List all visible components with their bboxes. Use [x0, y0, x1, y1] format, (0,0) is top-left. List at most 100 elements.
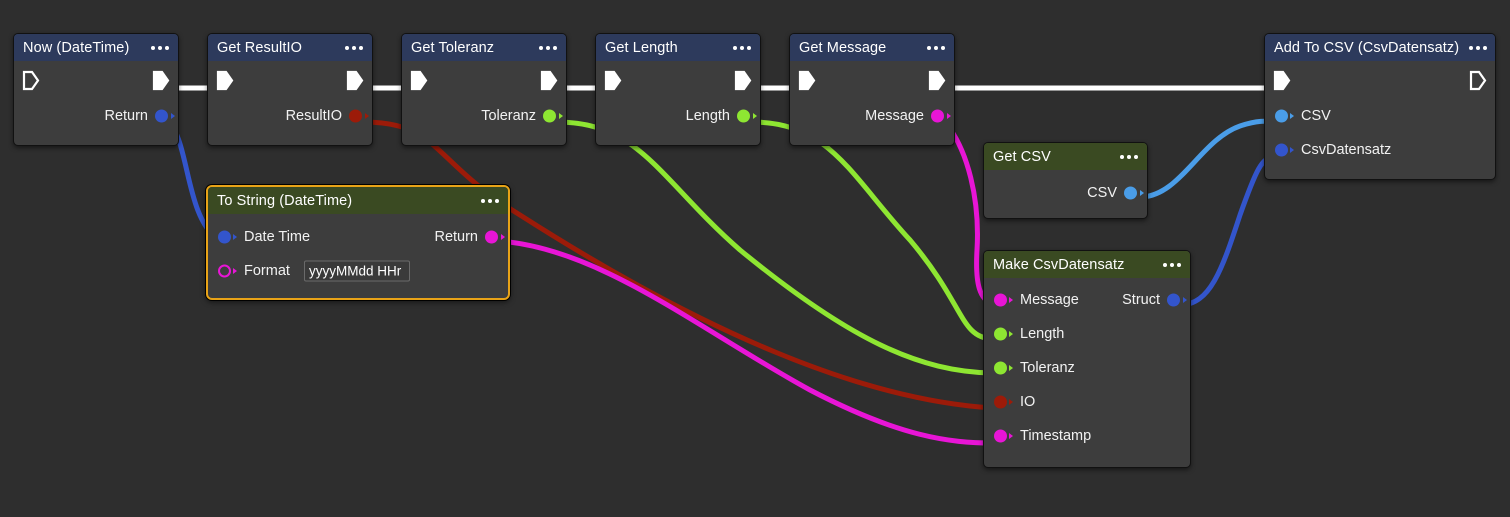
output-pin-csv[interactable] [1124, 186, 1137, 200]
node-now-datetime[interactable]: Now (DateTime) Return [13, 33, 179, 146]
output-pin-resultio[interactable] [349, 109, 362, 123]
pin-arrow-icon [753, 113, 757, 119]
pin-arrow-icon [1009, 297, 1013, 303]
pin-label: CSV [1301, 108, 1331, 124]
node-body: ResultIO [208, 61, 372, 145]
pin-label: Return [434, 229, 478, 245]
ellipsis-icon[interactable] [733, 45, 751, 50]
input-pin-io[interactable] [994, 395, 1007, 409]
pin-label: CSV [1087, 185, 1117, 201]
node-body: Message Struct Length Toleranz IO [984, 278, 1190, 467]
output-pin-toleranz[interactable] [543, 109, 556, 123]
node-body: CSV [984, 170, 1147, 218]
output-pin-length[interactable] [737, 109, 750, 123]
node-header[interactable]: Get Length [596, 34, 760, 61]
pin-label: Toleranz [1020, 360, 1075, 376]
input-pin-format[interactable] [218, 264, 231, 278]
node-header[interactable]: Make CsvDatensatz [984, 251, 1190, 278]
node-header[interactable]: Now (DateTime) [14, 34, 178, 61]
input-pin-csv[interactable] [1275, 109, 1288, 123]
ellipsis-icon[interactable] [1469, 45, 1488, 50]
node-body: Date Time Return Format yyyyMMdd HHr [208, 214, 508, 298]
pin-label: Return [104, 108, 148, 124]
exec-out-pin[interactable] [346, 70, 364, 91]
data-wire-struct [1177, 154, 1277, 308]
data-wire-toleranz [554, 119, 996, 376]
format-input[interactable]: yyyyMMdd HHr [304, 260, 410, 282]
node-get-resultio[interactable]: Get ResultIO ResultIO [207, 33, 373, 146]
exec-in-pin[interactable] [216, 70, 234, 91]
node-header[interactable]: To String (DateTime) [208, 187, 508, 214]
exec-row [790, 61, 954, 99]
pin-arrow-icon [559, 113, 563, 119]
output-pin-return[interactable] [155, 109, 168, 123]
pin-row-return: Return [14, 99, 178, 133]
exec-out-pin[interactable] [734, 70, 752, 91]
node-title: Get CSV [993, 148, 1051, 165]
pin-row-csv: CSV [984, 176, 1147, 210]
output-pin-message[interactable] [931, 109, 944, 123]
data-wire-csv [1137, 118, 1277, 200]
pin-label: Timestamp [1020, 428, 1092, 444]
pin-row-length: Length [984, 317, 1190, 351]
node-body: Return [14, 61, 178, 145]
pin-row-resultio: ResultIO [208, 99, 372, 133]
exec-in-pin[interactable] [22, 70, 40, 91]
pin-arrow-icon [1009, 365, 1013, 371]
input-pin-length[interactable] [994, 327, 1007, 341]
ellipsis-icon[interactable] [539, 45, 557, 50]
node-make-csvdatensatz[interactable]: Make CsvDatensatz Message Struct Length [983, 250, 1191, 468]
input-pin-date-time[interactable] [218, 230, 231, 244]
ellipsis-icon[interactable] [151, 45, 169, 50]
node-get-csv[interactable]: Get CSV CSV [983, 142, 1148, 219]
node-get-toleranz[interactable]: Get Toleranz Toleranz [401, 33, 567, 146]
ellipsis-icon[interactable] [481, 198, 499, 203]
node-header[interactable]: Get Toleranz [402, 34, 566, 61]
node-add-to-csv[interactable]: Add To CSV (CsvDatensatz) CSV CsvDaten [1264, 33, 1496, 180]
exec-out-pin[interactable] [152, 70, 170, 91]
node-header[interactable]: Add To CSV (CsvDatensatz) [1265, 34, 1495, 61]
pin-arrow-icon [171, 113, 175, 119]
input-pin-toleranz[interactable] [994, 361, 1007, 375]
exec-in-pin[interactable] [604, 70, 622, 91]
node-to-string-datetime[interactable]: To String (DateTime) Date Time Return Fo… [206, 185, 510, 300]
exec-in-pin[interactable] [798, 70, 816, 91]
input-pin-csvdatensatz[interactable] [1275, 143, 1288, 157]
pin-arrow-icon [233, 268, 237, 274]
data-wire-length [748, 119, 996, 342]
pin-arrow-icon [1290, 113, 1294, 119]
exec-row [1265, 61, 1495, 99]
input-pin-message[interactable] [994, 293, 1007, 307]
pin-row-io: IO [984, 385, 1190, 419]
output-pin-struct[interactable] [1167, 293, 1180, 307]
exec-row [402, 61, 566, 99]
ellipsis-icon[interactable] [345, 45, 363, 50]
exec-row [14, 61, 178, 99]
pin-row-message: Message [790, 99, 954, 133]
pin-label: Format [244, 263, 290, 279]
pin-label: Message [865, 108, 924, 124]
node-header[interactable]: Get Message [790, 34, 954, 61]
exec-in-pin[interactable] [1273, 70, 1291, 91]
pin-arrow-icon [233, 234, 237, 240]
node-get-length[interactable]: Get Length Length [595, 33, 761, 146]
node-header[interactable]: Get CSV [984, 143, 1147, 170]
pin-row-timestamp: Timestamp [984, 419, 1190, 453]
output-pin-return[interactable] [485, 230, 498, 244]
pin-label: Toleranz [481, 108, 536, 124]
exec-out-pin[interactable] [540, 70, 558, 91]
node-get-message[interactable]: Get Message Message [789, 33, 955, 146]
exec-out-pin[interactable] [928, 70, 946, 91]
ellipsis-icon[interactable] [1120, 154, 1138, 159]
pin-row-length: Length [596, 99, 760, 133]
node-body: CSV CsvDatensatz [1265, 61, 1495, 179]
pin-arrow-icon [365, 113, 369, 119]
ellipsis-icon[interactable] [1163, 262, 1181, 267]
input-pin-timestamp[interactable] [994, 429, 1007, 443]
exec-out-pin[interactable] [1469, 70, 1487, 91]
node-header[interactable]: Get ResultIO [208, 34, 372, 61]
pin-arrow-icon [501, 234, 505, 240]
ellipsis-icon[interactable] [927, 45, 945, 50]
exec-in-pin[interactable] [410, 70, 428, 91]
